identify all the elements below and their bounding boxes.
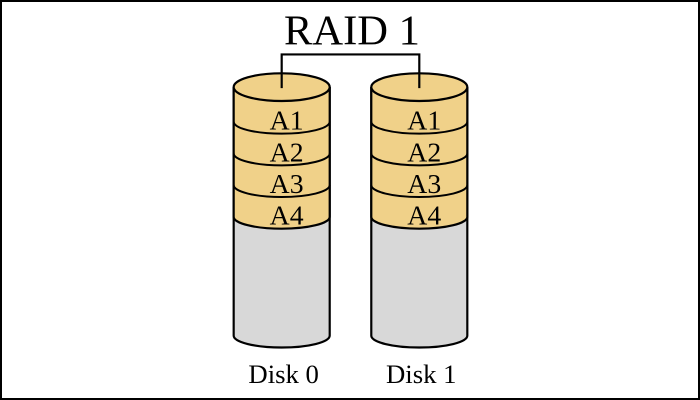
diagram-title: RAID 1	[284, 8, 420, 55]
platter-divider-arc	[232, 184, 331, 198]
mirror-link-connector	[280, 53, 421, 89]
block-label-a4: A4	[407, 200, 441, 231]
platter-divider-arc	[370, 153, 469, 167]
disk-data-section	[370, 87, 469, 230]
platter-divider-arc	[370, 121, 469, 135]
block-label-a4: A4	[270, 200, 304, 231]
disk-label: Disk 1	[386, 359, 457, 389]
block-label-a2: A2	[407, 136, 441, 167]
platter-divider-arc	[232, 121, 331, 135]
block-label-a3: A3	[270, 168, 304, 199]
disk-data-section	[232, 87, 331, 230]
block-label-a2: A2	[270, 136, 304, 167]
platter-divider-arc	[370, 184, 469, 198]
disk-0: A1 A2 A3 A4 Disk 0	[232, 72, 331, 389]
platter-divider-arc	[232, 153, 331, 167]
disk-label: Disk 0	[248, 359, 319, 389]
disk-1: A1 A2 A3 A4 Disk 1	[370, 72, 469, 389]
block-label-a1: A1	[270, 105, 304, 136]
block-label-a3: A3	[407, 168, 441, 199]
block-label-a1: A1	[407, 105, 441, 136]
